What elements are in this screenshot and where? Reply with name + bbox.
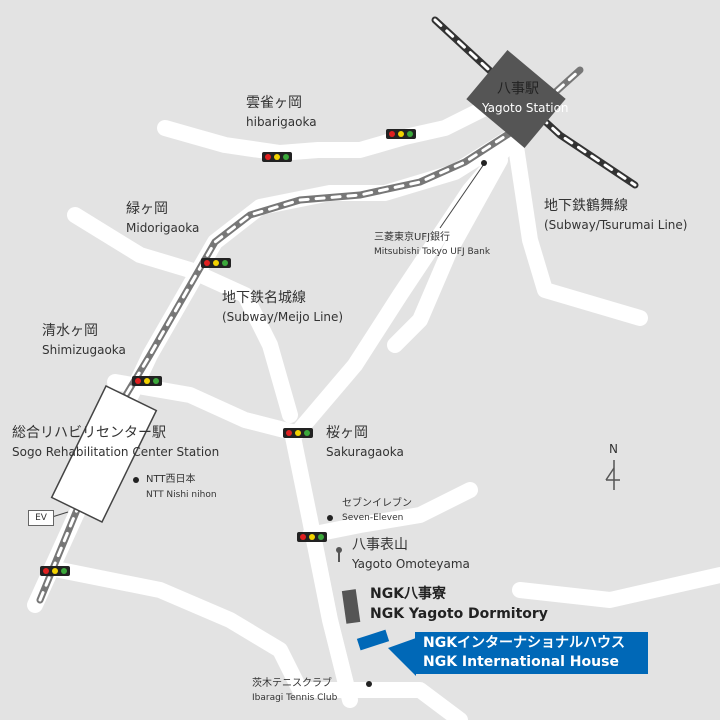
sogo-station-jp: 総合リハビリセンター駅 xyxy=(12,425,166,441)
landmark-dot-icon xyxy=(327,515,333,521)
railway-dashes xyxy=(38,68,582,602)
north-arrow-icon xyxy=(605,460,620,490)
sakuragaoka-en: Sakuragaoka xyxy=(326,445,404,459)
seven-eleven-jp: セブンイレブン xyxy=(342,498,412,509)
midorigaoka-jp: 緑ヶ岡 xyxy=(126,201,168,217)
shimizugaoka-en: Shimizugaoka xyxy=(42,343,126,357)
road-ntt xyxy=(107,374,300,440)
yagoto-station-building xyxy=(466,50,566,148)
ntt-en: NTT Nishi nihon xyxy=(146,490,217,500)
sogo-station-en: Sogo Rehabilitation Center Station xyxy=(12,445,220,459)
dormitory-en: NGK Yagoto Dormitory xyxy=(370,606,548,622)
yagoto-station-jp: 八事駅 xyxy=(497,81,539,97)
seven-eleven-en: Seven-Eleven xyxy=(342,513,404,523)
bank-jp: 三菱東京UFJ銀行 xyxy=(374,232,451,243)
traffic-light-icon xyxy=(132,376,162,386)
ev-leader xyxy=(51,511,69,518)
meijo-line-jp: 地下鉄名城線 xyxy=(222,290,306,306)
landmark-dot-icon xyxy=(133,477,139,483)
pin-icon xyxy=(336,547,342,553)
dormitory-jp: NGK八事寮 xyxy=(370,586,447,602)
road-seven xyxy=(302,482,478,543)
north-label: N xyxy=(609,442,618,456)
traffic-light-icon xyxy=(283,428,313,438)
road-main-south xyxy=(284,424,358,708)
tennis-club-en: Ibaragi Tennis Club xyxy=(252,693,338,703)
international-house-building xyxy=(356,629,390,651)
international-house-callout: NGKインターナショナルハウス NGK International House xyxy=(415,632,648,674)
yagoto-station-en: Yagoto Station xyxy=(482,101,569,115)
road-tsurumai xyxy=(507,132,648,326)
ev-sign: EV xyxy=(28,510,54,526)
sakuragaoka-jp: 桜ヶ岡 xyxy=(326,425,368,441)
tennis-club-jp: 茨木テニスクラブ xyxy=(252,678,332,689)
traffic-light-icon xyxy=(201,258,231,268)
traffic-light-icon xyxy=(297,532,327,542)
traffic-light-icon xyxy=(262,152,292,162)
road-east-south xyxy=(512,567,720,608)
omoteyama-en: Yagoto Omoteyama xyxy=(352,557,470,571)
bank-leader xyxy=(439,163,485,229)
tsurumai-line-en: (Subway/Tsurumai Line) xyxy=(544,218,688,232)
tsurumai-line-jp: 地下鉄鶴舞線 xyxy=(544,198,628,214)
traffic-light-icon xyxy=(40,566,70,576)
hibarigaoka-en: hibarigaoka xyxy=(246,115,317,129)
sogo-station-building xyxy=(50,384,158,524)
midorigaoka-en: Midorigaoka xyxy=(126,221,200,235)
road-west-curve xyxy=(67,207,298,423)
road-south-west xyxy=(52,562,468,720)
callout-pointer xyxy=(388,638,416,676)
landmark-dot-icon xyxy=(366,681,372,687)
omoteyama-jp: 八事表山 xyxy=(352,537,408,553)
road-yagoto-inner xyxy=(387,152,508,353)
shimizugaoka-jp: 清水ヶ岡 xyxy=(42,323,98,339)
hibarigaoka-jp: 雲雀ヶ岡 xyxy=(246,95,302,111)
landmark-dot-icon xyxy=(481,160,487,166)
meijo-line-en: (Subway/Meijo Line) xyxy=(222,310,344,324)
international-house-en: NGK International House xyxy=(423,654,619,670)
traffic-light-icon xyxy=(386,129,416,139)
international-house-jp: NGKインターナショナルハウス xyxy=(423,635,626,651)
bank-en: Mitsubishi Tokyo UFJ Bank xyxy=(374,247,491,257)
pin-stem xyxy=(338,552,340,562)
ntt-jp: NTT西日本 xyxy=(146,474,196,485)
dormitory-building xyxy=(341,589,361,624)
road-hibarigaoka xyxy=(157,95,503,161)
